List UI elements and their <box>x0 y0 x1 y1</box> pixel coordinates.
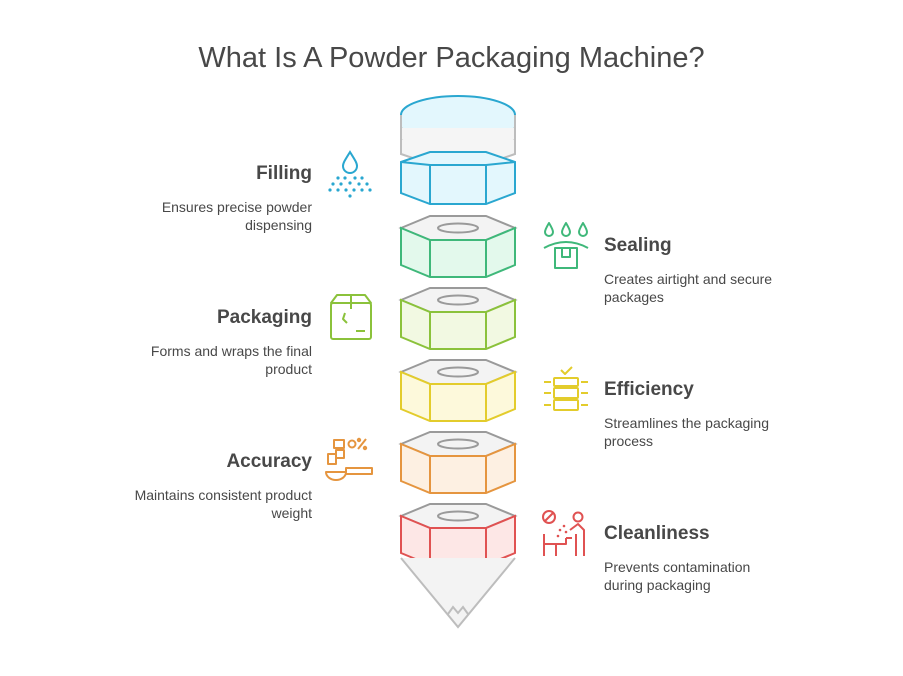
step-desc-efficiency-2: process <box>604 433 654 449</box>
accuracy-segment <box>398 431 518 494</box>
packaging-segment <box>398 287 518 350</box>
step-label-efficiency: Efficiency <box>604 379 694 400</box>
package-box-icon <box>330 294 372 340</box>
efficiency-segment <box>398 359 518 422</box>
page-title: What Is A Powder Packaging Machine? <box>198 42 705 74</box>
step-desc-accuracy-2: weight <box>271 505 312 521</box>
sealing-segment <box>398 215 518 278</box>
stacked-trays-icon <box>544 366 588 411</box>
funnel-segment <box>400 557 516 629</box>
step-desc-filling-1: Ensures precise powder <box>161 199 312 215</box>
step-desc-sealing-1: Creates airtight and secure <box>604 271 773 287</box>
step-label-filling: Filling <box>256 163 312 184</box>
step-label-sealing: Sealing <box>604 235 672 256</box>
step-desc-efficiency-1: Streamlines the packaging <box>604 415 769 431</box>
step-desc-cleanliness-2: during packaging <box>604 577 711 593</box>
step-label-accuracy: Accuracy <box>226 451 312 472</box>
step-desc-sealing-2: packages <box>604 289 664 305</box>
step-desc-packaging-2: product <box>265 361 312 377</box>
clean-worker-icon <box>542 510 585 556</box>
step-desc-accuracy-1: Maintains consistent product <box>134 487 312 503</box>
sealed-box-icon <box>543 222 589 269</box>
step-desc-packaging-1: Forms and wraps the final <box>150 343 312 359</box>
step-label-packaging: Packaging <box>216 307 312 328</box>
step-desc-filling-2: dispensing <box>245 217 312 233</box>
water-drop-icon <box>328 150 372 198</box>
hopper-segment <box>400 95 516 205</box>
step-desc-cleanliness-1: Prevents contamination <box>604 559 751 575</box>
cleanliness-segment <box>398 503 518 566</box>
measuring-scoop-icon <box>325 437 373 481</box>
step-label-cleanliness: Cleanliness <box>604 523 710 544</box>
